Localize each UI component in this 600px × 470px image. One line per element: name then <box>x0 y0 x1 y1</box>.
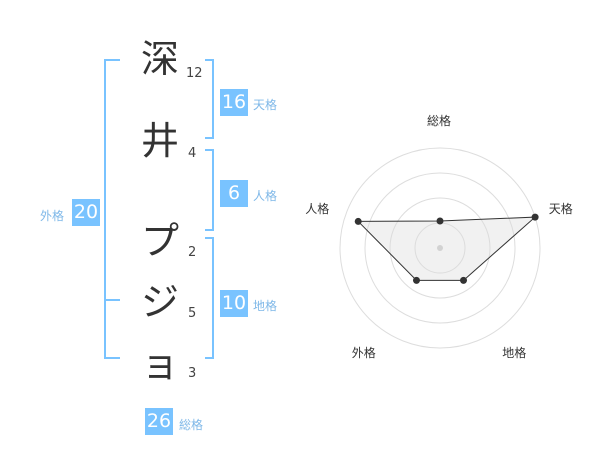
radar-point-3 <box>460 276 468 284</box>
radar-axis-label-3: 地格 <box>502 345 527 360</box>
gaikaku-label: 外格 <box>40 209 65 223</box>
stroke-count-1: 12 <box>186 66 203 81</box>
stroke-count-3: 2 <box>188 245 197 260</box>
stroke-count-5: 3 <box>188 366 197 381</box>
soukaku-label: 総格 <box>179 418 204 432</box>
radar-point-2 <box>531 213 539 221</box>
name-char-4: ジ <box>140 280 179 324</box>
chikaku-label: 地格 <box>253 299 278 313</box>
radar-ring <box>339 147 541 349</box>
radar-ring <box>364 172 516 324</box>
radar-axis-label-1: 総格 <box>427 114 452 128</box>
jinkaku-label: 人格 <box>253 189 278 203</box>
gaikaku-value: 20 <box>72 199 100 226</box>
tenkaku-label: 天格 <box>253 98 278 112</box>
radar-point-5 <box>354 217 362 225</box>
chikaku-value: 10 <box>220 290 248 317</box>
radar-axis-label-5: 人格 <box>305 202 330 217</box>
radar-center <box>437 245 443 251</box>
soukaku-value: 26 <box>145 408 173 435</box>
radar-series-polygon <box>357 216 537 281</box>
radar-axis-label-4: 外格 <box>351 345 376 360</box>
name-char-3: プ <box>140 219 179 263</box>
radar-point-1 <box>436 217 444 225</box>
radar-ring <box>389 197 491 299</box>
radar-point-4 <box>412 276 420 284</box>
name-char-2: 井 <box>140 119 179 163</box>
name-char-1: 深 <box>140 37 179 81</box>
tenkaku-value: 16 <box>220 89 248 116</box>
stroke-count-4: 5 <box>188 306 197 321</box>
name-char-5: ョ <box>140 342 179 386</box>
stroke-count-2: 4 <box>188 146 197 161</box>
radar-axis-label-2: 天格 <box>548 202 573 217</box>
jinkaku-value: 6 <box>220 180 248 207</box>
